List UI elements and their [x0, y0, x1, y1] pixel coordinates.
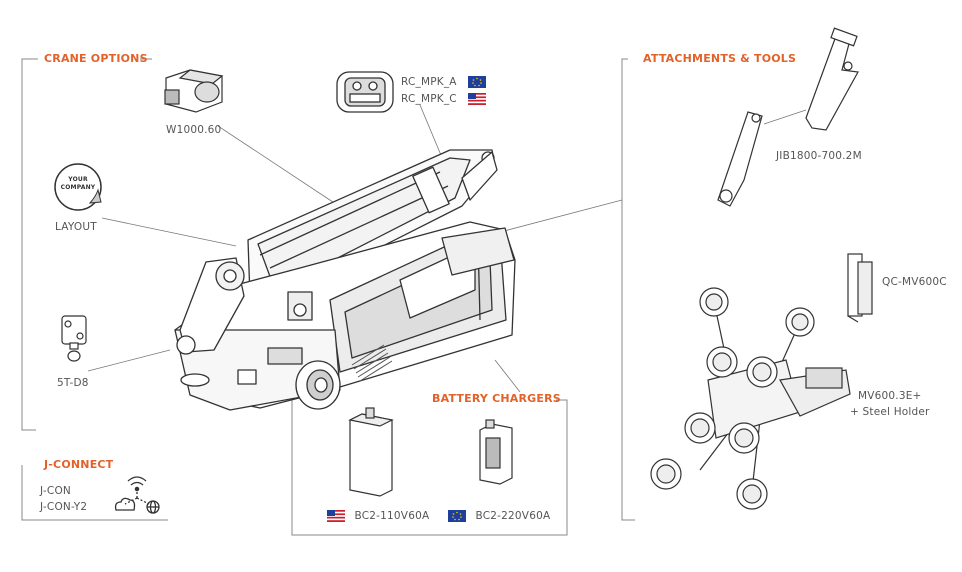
crane-illustration [174, 149, 516, 411]
mv600-label-line2: + Steel Holder [850, 406, 930, 418]
rc-mpk-a-text: RC_MPK_A [401, 76, 457, 88]
callout-lines [87, 104, 807, 393]
charger-110-illustration [348, 407, 394, 497]
jconnect-illustration [114, 476, 160, 514]
bc2-110-label: BC2-110V60A [327, 510, 429, 522]
jib-label: JIB1800-700.2M [776, 150, 862, 162]
j-con-y2-label: J-CON-Y2 [40, 501, 88, 513]
layout-sticker-illustration [54, 163, 102, 211]
layout-badge-line2: COMPANY [60, 184, 96, 191]
eu-flag-icon [468, 76, 487, 88]
w1000-label: W1000.60 [166, 124, 222, 136]
rc-mpk-c-text: RC_MPK_C [401, 93, 457, 105]
crane-options-bracket [21, 58, 38, 431]
battery-chargers-title: BATTERY CHARGERS [432, 392, 561, 405]
mv600-illustration [650, 287, 851, 510]
bc2-220-text: BC2-220V60A [475, 510, 551, 522]
attachments-bracket [621, 58, 635, 521]
attachments-tools-title: ATTACHMENTS & TOOLS [643, 52, 797, 65]
crane-options-title: CRANE OPTIONS [44, 52, 148, 65]
remote-control-illustration [336, 71, 394, 113]
rc-mpk-a-label: RC_MPK_A [401, 76, 487, 88]
jconnect-bracket [21, 465, 168, 521]
jib-illustration [717, 27, 859, 207]
us-flag-icon [327, 510, 345, 522]
chargers-bracket [291, 399, 568, 536]
w1000-winch-illustration [164, 69, 224, 113]
5t-d8-illustration [61, 315, 87, 362]
layout-label: LAYOUT [55, 221, 97, 233]
charger-220-illustration [479, 419, 513, 485]
rc-mpk-c-label: RC_MPK_C [401, 93, 487, 105]
mv600-label-line1: MV600.3E+ [858, 390, 922, 402]
5t-d8-label: 5T-D8 [57, 377, 89, 389]
section-brackets [21, 58, 635, 536]
jconnect-title: J-CONNECT [44, 458, 114, 471]
bc2-110-text: BC2-110V60A [354, 510, 430, 522]
qc-mv600c-label: QC-MV600C [882, 276, 947, 288]
us-flag-icon [468, 93, 487, 105]
vacuum-pads [650, 287, 815, 510]
j-con-label: J-CON [40, 485, 71, 497]
bc2-220-label: BC2-220V60A [448, 510, 550, 522]
qc-mv600c-illustration [847, 253, 873, 323]
layout-badge-line1: YOUR [68, 176, 88, 183]
eu-flag-icon [448, 510, 466, 522]
